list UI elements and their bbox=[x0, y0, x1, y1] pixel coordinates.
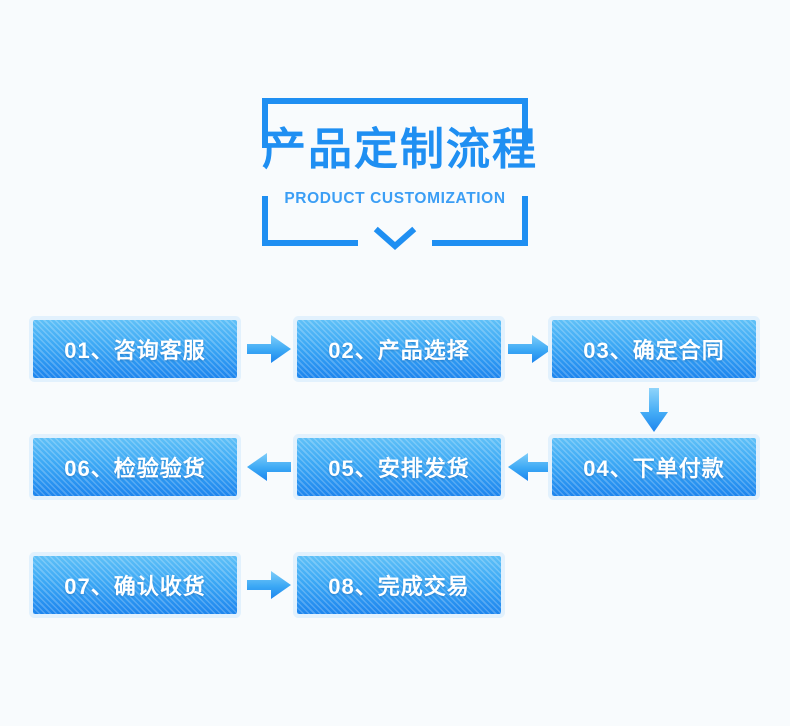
page-header: 产品定制流程 PRODUCT CUSTOMIZATION bbox=[262, 98, 538, 251]
flow-step-06[interactable]: 06、检验验货 bbox=[33, 438, 237, 496]
arrow-right-icon bbox=[247, 570, 291, 600]
flow-step-01[interactable]: 01、咨询客服 bbox=[33, 320, 237, 378]
flow-row-1: 01、咨询客服 02、产品选择 bbox=[0, 320, 790, 438]
arrow-down-icon bbox=[639, 388, 669, 432]
flow-step-label: 04、下单付款 bbox=[583, 456, 725, 481]
arrow-left-icon bbox=[247, 452, 291, 482]
flow-step-label: 05、安排发货 bbox=[328, 456, 470, 481]
flow-step-04[interactable]: 04、下单付款 bbox=[552, 438, 756, 496]
bracket-bottom-right-corner-vertical bbox=[522, 196, 528, 246]
flow-step-07[interactable]: 07、确认收货 bbox=[33, 556, 237, 614]
flow-step-08[interactable]: 08、完成交易 bbox=[297, 556, 501, 614]
flow-step-02[interactable]: 02、产品选择 bbox=[297, 320, 501, 378]
bracket-bottom-right-corner-horizontal bbox=[432, 240, 528, 246]
flow-step-label: 02、产品选择 bbox=[328, 338, 470, 363]
flow-row-2: 06、检验验货 05、安排发货 bbox=[0, 438, 790, 556]
arrow-right-icon bbox=[247, 334, 291, 364]
flow-step-label: 01、咨询客服 bbox=[64, 338, 206, 363]
bracket-top-right-corner bbox=[522, 98, 528, 148]
flow-step-label: 06、检验验货 bbox=[64, 456, 206, 481]
arrow-right-icon bbox=[508, 334, 552, 364]
bracket-top-line bbox=[262, 98, 528, 104]
flow-step-label: 03、确定合同 bbox=[583, 338, 725, 363]
chevron-down-icon bbox=[373, 226, 417, 251]
flow-step-label: 07、确认收货 bbox=[64, 574, 206, 599]
flow-row-3: 07、确认收货 08、完成交易 bbox=[0, 556, 790, 674]
bracket-top-left-corner bbox=[262, 98, 268, 148]
flow-step-05[interactable]: 05、安排发货 bbox=[297, 438, 501, 496]
bracket-bottom-left-corner-horizontal bbox=[262, 240, 358, 246]
flow-step-label: 08、完成交易 bbox=[328, 574, 470, 599]
page-subtitle: PRODUCT CUSTOMIZATION bbox=[284, 190, 506, 207]
flow-step-03[interactable]: 03、确定合同 bbox=[552, 320, 756, 378]
process-flow-diagram: 01、咨询客服 02、产品选择 bbox=[0, 320, 790, 674]
bracket-bottom-left-corner-vertical bbox=[262, 196, 268, 246]
page-title: 产品定制流程 bbox=[262, 125, 538, 174]
arrow-left-icon bbox=[508, 452, 552, 482]
